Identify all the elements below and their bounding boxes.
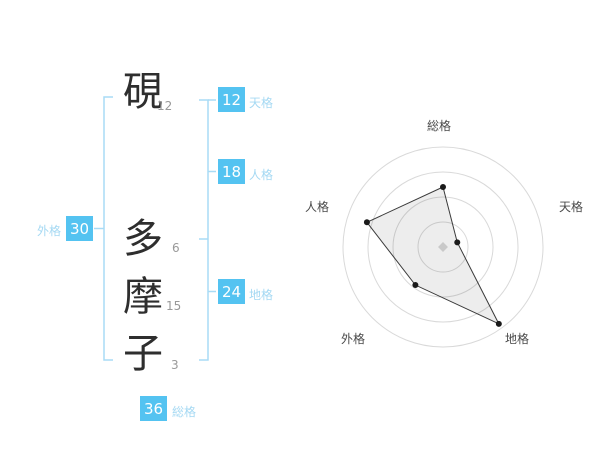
tenkaku-label: 天格 [249,96,274,110]
radar-axis-gaikaku: 外格 [341,332,366,346]
gaikaku-value-badge: 30 [66,216,93,241]
name-char-4-strokes: 3 [171,358,179,372]
name-char-3-strokes: 15 [166,299,182,313]
radar-axis-soukaku: 総格 [427,119,452,133]
name-char-3: 摩 [123,274,163,320]
radar-axis-tenkaku: 天格 [559,200,584,214]
radar-axis-chikaku: 地格 [505,332,530,346]
radar-axis-jinkaku: 人格 [305,200,330,214]
soukaku-value-badge: 36 [140,396,167,421]
jinkaku-value-badge: 18 [218,159,245,184]
gaikaku-label: 外格 [37,224,62,238]
kaku-radar-chart [330,134,556,360]
name-char-4: 子 [123,331,163,377]
name-char-1-strokes: 12 [157,99,173,113]
soukaku-label: 総格 [172,405,197,419]
tenkaku-value-badge: 12 [218,87,245,112]
name-char-2-strokes: 6 [172,241,180,255]
name-char-1: 硯 [123,69,163,115]
name-char-2: 多 [123,216,163,262]
chikaku-label: 地格 [249,288,274,302]
chikaku-value-badge: 24 [218,279,245,304]
jinkaku-label: 人格 [249,168,274,182]
radar-chart-svg [342,146,544,348]
